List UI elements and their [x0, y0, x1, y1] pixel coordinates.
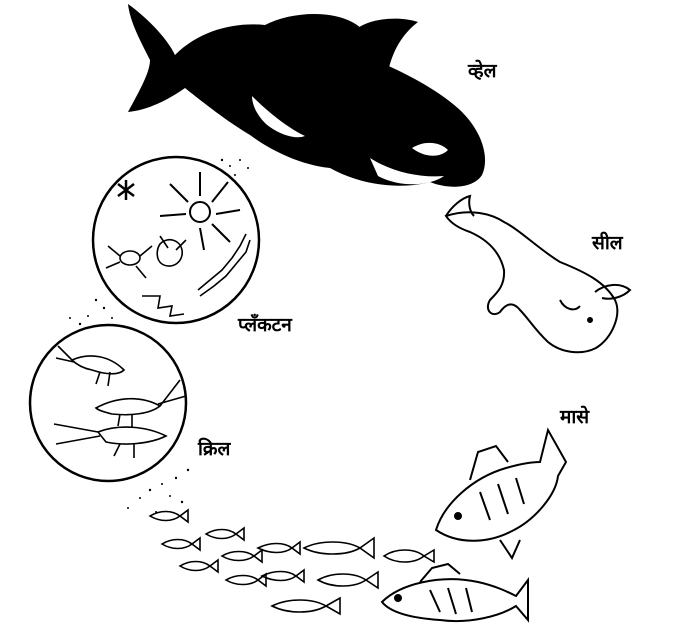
label-seal: सील: [592, 234, 623, 253]
plankton-circle: [93, 157, 259, 323]
large-fish-bottom: [382, 564, 528, 621]
seal-illustration: [446, 196, 630, 352]
krill-circle: [30, 325, 186, 481]
label-plankton: प्लँकटन: [238, 316, 292, 335]
label-fish: मासे: [560, 408, 589, 427]
label-whale: व्हेल: [468, 62, 496, 81]
label-krill: क्रिल: [198, 440, 230, 459]
small-fish-school: [150, 510, 434, 614]
large-fish-upper: [436, 430, 566, 558]
